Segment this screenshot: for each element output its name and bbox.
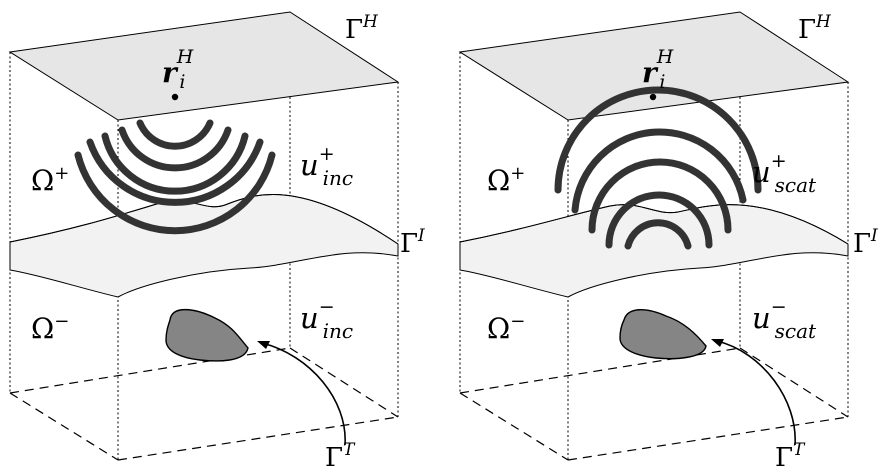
- label-gamma-t: ΓT: [775, 440, 806, 472]
- wave-arc-1: [624, 219, 692, 250]
- wave-arc-5: [554, 86, 762, 194]
- scattered-wave-arcs: [554, 86, 762, 250]
- wave-arc-4: [86, 138, 264, 206]
- target-boundary-arrow: [716, 340, 796, 446]
- wave-arc-3: [101, 132, 249, 195]
- bottom-edge-front: [567, 416, 849, 461]
- arrow-head: [711, 339, 724, 347]
- top-plane-gamma-h: [458, 11, 850, 121]
- label-omega-minus: Ω−: [487, 311, 525, 345]
- interface-surface-gamma-i: [459, 204, 849, 298]
- bottom-edge-front: [117, 416, 399, 461]
- buried-target-blob: [165, 308, 249, 362]
- bottom-edge-back: [9, 347, 291, 394]
- interface-surface-gamma-i: [9, 194, 399, 298]
- label-omega-minus: Ω−: [31, 311, 69, 345]
- wave-arc-1: [136, 119, 214, 150]
- wave-arc-2: [118, 126, 232, 172]
- label-u-scat-minus: u−scat: [752, 296, 817, 343]
- label-u-inc-plus: u+inc: [300, 143, 353, 190]
- wave-arc-3: [588, 158, 732, 234]
- label-gamma-i: ΓI: [853, 226, 878, 259]
- label-u-inc-minus: u−inc: [300, 296, 353, 343]
- top-plane-gamma-h: [8, 11, 400, 121]
- target-boundary-arrow: [261, 342, 346, 446]
- buried-target-blob: [619, 309, 707, 360]
- wave-arc-4: [571, 128, 747, 214]
- bottom-edge-back: [459, 347, 741, 394]
- label-gamma-i: ΓI: [400, 226, 425, 259]
- label-gamma-h: ΓH: [798, 12, 832, 45]
- bottom-edge-right: [289, 347, 399, 418]
- bottom-edge-left: [9, 392, 119, 461]
- label-gamma-h: ΓH: [345, 12, 379, 45]
- source-point-dot: [649, 93, 657, 101]
- label-gamma-t: ΓT: [325, 440, 356, 472]
- wave-arc-2: [605, 191, 713, 249]
- label-omega-plus: Ω+: [31, 163, 69, 197]
- label-omega-plus: Ω+: [487, 163, 525, 197]
- arrow-head: [257, 341, 270, 349]
- source-point-dot: [171, 93, 179, 101]
- label-u-scat-plus: u+scat: [752, 150, 817, 197]
- wave-arc-5: [74, 151, 276, 235]
- bottom-edge-right: [739, 347, 849, 418]
- incident-wave-arcs: [74, 119, 276, 235]
- bottom-edge-left: [459, 392, 569, 461]
